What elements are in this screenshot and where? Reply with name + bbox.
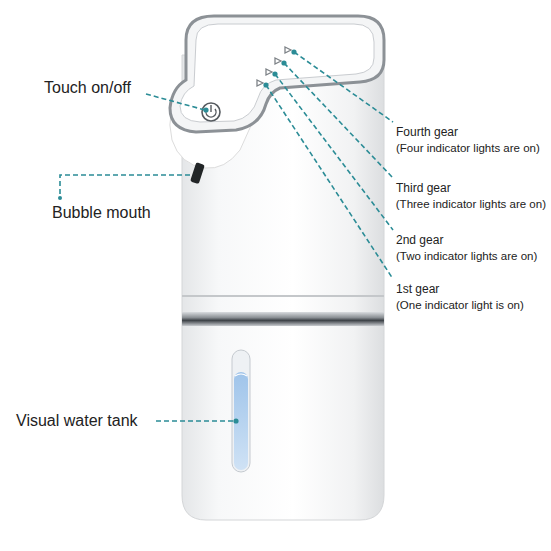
part-label: Touch on/off bbox=[44, 78, 131, 97]
visual-window bbox=[232, 350, 250, 472]
power-icon bbox=[210, 105, 211, 112]
part-label: Visual water tank bbox=[16, 411, 138, 430]
power-button bbox=[202, 103, 220, 121]
leader-dots bbox=[58, 49, 297, 423]
gear-label: 1st gear bbox=[396, 282, 439, 296]
lid-top bbox=[180, 24, 374, 122]
leader-lines bbox=[60, 52, 393, 421]
gear-label: 2nd gear bbox=[396, 233, 443, 247]
bubble-nozzle bbox=[190, 162, 205, 184]
part-label: Bubble mouth bbox=[52, 203, 151, 222]
gear-note: (Three indicator lights are on) bbox=[396, 198, 546, 212]
gear-label: Fourth gear bbox=[396, 125, 458, 139]
gear-note: (One indicator light is on) bbox=[396, 299, 524, 313]
lid-rim bbox=[170, 16, 384, 132]
seam-line bbox=[182, 295, 384, 297]
indicator-lights bbox=[257, 47, 291, 86]
gear-note: (Four indicator lights are on) bbox=[396, 142, 540, 156]
gear-note: (Two indicator lights are on) bbox=[396, 250, 537, 264]
water-ripple bbox=[235, 374, 247, 376]
gear-label: Third gear bbox=[396, 181, 451, 195]
chrome-ring bbox=[182, 312, 384, 326]
water-level bbox=[234, 372, 248, 470]
